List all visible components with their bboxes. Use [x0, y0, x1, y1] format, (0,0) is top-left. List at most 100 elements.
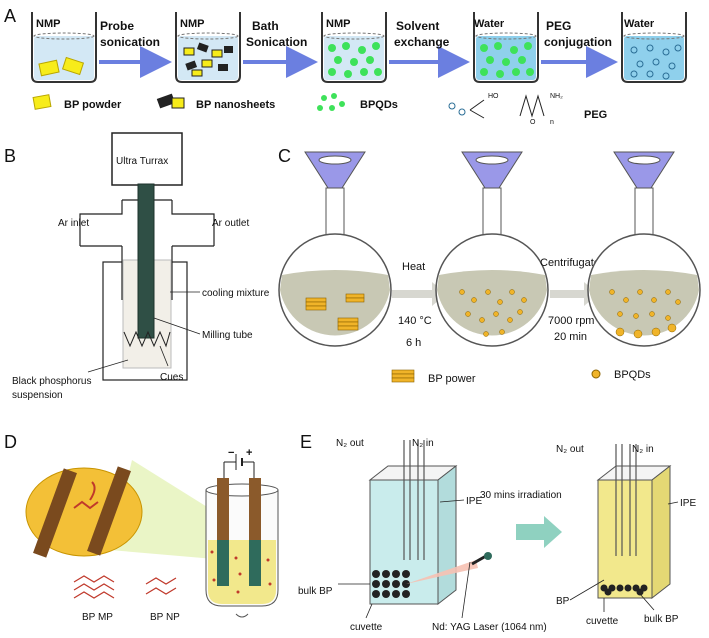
- zoom-beam: [110, 460, 226, 560]
- beaker-1: NMP: [31, 12, 97, 83]
- ar-inlet-label: Ar inlet: [58, 218, 89, 229]
- panel-d-letter: D: [4, 432, 17, 452]
- panel-e: E N₂ out N₂ in IPE bulk BP cuvette Nd: Y…: [298, 432, 696, 633]
- ipe-left: IPE: [466, 496, 482, 507]
- time-label: 6 h: [406, 337, 421, 349]
- panel-c: C Heat 140 °C 6 h: [278, 146, 701, 385]
- heat-label: Heat: [402, 261, 425, 273]
- beaker-2: NMP: [175, 12, 241, 83]
- svg-text:HO: HO: [488, 93, 499, 100]
- flask-1: [278, 151, 392, 347]
- cues-label: Cues: [160, 372, 183, 383]
- bp-right: BP: [556, 596, 570, 607]
- irradiation-arrow: [516, 516, 562, 548]
- panel-a-letter: A: [4, 6, 16, 26]
- panel-a: A NMP Probe sonication: [4, 6, 687, 126]
- legend-bp-powder: BP powder: [64, 99, 122, 111]
- minutes-label: 20 min: [554, 331, 587, 343]
- beaker-4: Water: [473, 12, 539, 83]
- bp-powder-icon: [32, 94, 52, 110]
- step-1-line2: sonication: [100, 35, 160, 49]
- milling-tube-label: Milling tube: [202, 330, 253, 341]
- step-4-line2: conjugation: [544, 35, 612, 49]
- legend-bp-power: BP power: [428, 373, 476, 385]
- bp-mp-label: BP MP: [82, 612, 113, 623]
- rotor-shaft: [137, 183, 155, 339]
- bulk-bp-right: bulk BP: [644, 614, 679, 625]
- centrifugate-label: Centrifugate: [540, 257, 600, 269]
- cuvette-right: [596, 444, 672, 600]
- vessel-outline: [79, 200, 215, 300]
- zoom-electrode-left: [33, 468, 77, 558]
- laser-label: Nd: YAG Laser (1064 nm): [432, 622, 547, 633]
- ar-outlet-label: Ar outlet: [212, 218, 249, 229]
- irradiation-label: 30 mins irradiation: [480, 490, 562, 501]
- beaker-2-solvent: NMP: [180, 18, 204, 30]
- temp-label: 140 °C: [398, 315, 432, 327]
- rpm-label: 7000 rpm: [548, 315, 594, 327]
- bp-powder-flake: [38, 59, 60, 77]
- n2-in-right: N₂ in: [632, 444, 654, 455]
- flask-2: [435, 151, 549, 347]
- step-2-line2: Sonication: [246, 35, 307, 49]
- n2-out-right: N₂ out: [556, 444, 584, 455]
- step-1-line1: Probe: [100, 19, 134, 33]
- bp-power-icon: [391, 369, 415, 383]
- heat-arrow: [392, 282, 446, 306]
- cooling-mixture-label: cooling mixture: [202, 288, 270, 299]
- beaker-5-solvent: Water: [624, 18, 655, 30]
- bp-stack: [305, 293, 365, 331]
- legend-bp-nanosheets: BP nanosheets: [196, 99, 275, 111]
- panel-d: D − +: [4, 432, 279, 623]
- beaker-1-solvent: NMP: [36, 18, 60, 30]
- beaker-3-solvent: NMP: [326, 18, 350, 30]
- panel-b-letter: B: [4, 146, 16, 166]
- ultra-turrax-label: Ultra Turrax: [116, 156, 168, 167]
- cuvette-left-label: cuvette: [350, 622, 383, 633]
- minus-sign: −: [228, 447, 234, 459]
- ipe-right: IPE: [680, 498, 696, 509]
- laser-beam: [406, 560, 478, 584]
- n2-tubes-left: [403, 440, 425, 560]
- cues-teeth: [123, 330, 171, 348]
- cuvette-left: [368, 440, 492, 606]
- laser-icon: [484, 552, 492, 560]
- panel-e-letter: E: [300, 432, 312, 452]
- bp-nanosheets-icon: [156, 93, 185, 109]
- bp-np-icon: [145, 577, 177, 595]
- centrifuge-arrow: [550, 282, 598, 306]
- svg-text:n: n: [550, 119, 554, 126]
- beaker-5: Water: [621, 12, 687, 83]
- bpqds-icon: [317, 93, 345, 111]
- plus-sign: +: [246, 447, 252, 459]
- panel-b: B Ultra Turrax Ar inlet Ar outlet coolin…: [4, 132, 270, 401]
- ultra-turrax-box: [111, 132, 183, 186]
- panel-a-legend: BP powder BP nanosheets BPQDs HO NH₂ O n: [32, 93, 607, 126]
- suspension-line1: Black phosphorus: [12, 376, 92, 387]
- bp-nanosheets-cluster: [183, 42, 233, 77]
- suspension-line2: suspension: [12, 390, 63, 401]
- electrolysis-cell: − +: [205, 447, 279, 618]
- bulk-bp-particles: [372, 570, 410, 598]
- legend-bpqds: BPQDs: [360, 99, 398, 111]
- beaker-4-solvent: Water: [474, 18, 505, 30]
- svg-text:O: O: [530, 119, 536, 126]
- step-4-line1: PEG: [546, 19, 571, 33]
- n2-tubes-right: [615, 444, 637, 556]
- zoom-electrode-right: [87, 466, 131, 556]
- bp-powder-flake: [61, 56, 85, 76]
- bp-np-label: BP NP: [150, 612, 180, 623]
- cuvette-right-label: cuvette: [586, 616, 619, 627]
- step-2-line1: Bath: [252, 19, 279, 33]
- bulk-bp-left: bulk BP: [298, 586, 333, 597]
- n2-out-left: N₂ out: [336, 438, 364, 449]
- svg-text:NH₂: NH₂: [550, 93, 563, 100]
- bpqds-dots: [328, 42, 382, 78]
- beaker-3: NMP: [321, 12, 387, 83]
- bp-mp-icon: [73, 575, 115, 599]
- n2-in-left: N₂ in: [412, 438, 434, 449]
- step-3-line2: exchange: [394, 35, 450, 49]
- panel-c-letter: C: [278, 146, 291, 166]
- flask-3: [587, 151, 701, 347]
